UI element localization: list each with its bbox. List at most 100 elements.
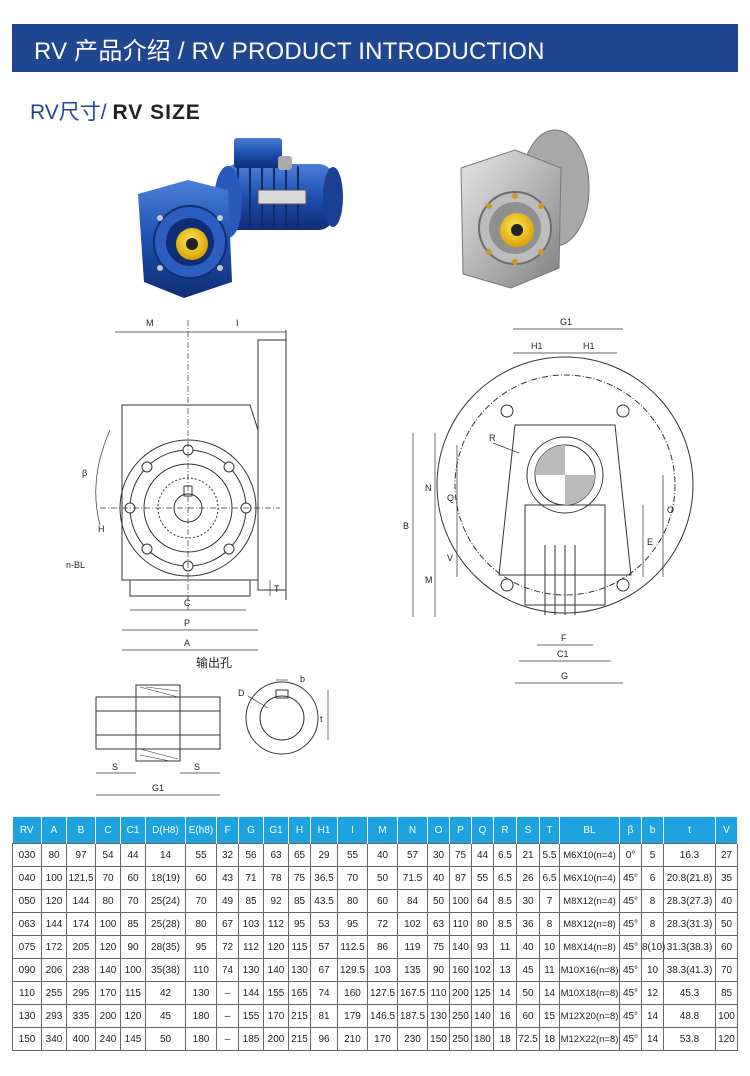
table-cell: 86 — [367, 935, 398, 959]
table-cell: 6.5 — [539, 866, 560, 890]
table-cell: 170 — [263, 1004, 289, 1028]
product-photo-gearbox — [460, 129, 590, 289]
table-cell: 43.5 — [310, 889, 338, 913]
table-cell: 30 — [516, 889, 540, 913]
table-cell: 14 — [539, 981, 560, 1005]
table-cell: 45° — [619, 866, 642, 890]
table-cell: 167.5 — [397, 981, 428, 1005]
section-title-cn: RV尺寸/ — [30, 101, 113, 124]
dim-label-P: P — [184, 618, 190, 628]
table-cell: 180 — [185, 1027, 217, 1051]
table-cell: 16 — [493, 1004, 517, 1028]
table-cell: 140 — [95, 958, 121, 982]
table-cell: 340 — [41, 1027, 67, 1051]
table-cell: 64 — [471, 889, 494, 913]
table-cell: 36.5 — [310, 866, 338, 890]
table-header-cell: E(h8) — [185, 817, 217, 844]
table-cell: 170 — [95, 981, 121, 1005]
table-cell: 144 — [238, 981, 264, 1005]
table-cell: 130 — [12, 1004, 42, 1028]
dim-label-A: A — [184, 638, 190, 648]
dim-label-H1-right: H1 — [583, 341, 595, 351]
table-cell: 81 — [310, 1004, 338, 1028]
table-cell: 28.3(27.3) — [663, 889, 716, 913]
table-cell: 063 — [12, 912, 42, 936]
table-cell: 130 — [238, 958, 264, 982]
dim-label-H: H — [98, 524, 105, 534]
table-cell: 150 — [12, 1027, 42, 1051]
table-cell: 146.5 — [367, 1004, 398, 1028]
table-cell: 55 — [337, 843, 368, 867]
table-cell: 14 — [641, 1004, 664, 1028]
table-header-cell: C1 — [120, 817, 146, 844]
table-cell: 112.5 — [337, 935, 368, 959]
table-cell: 40 — [427, 866, 450, 890]
table-cell: M6X10(n=4) — [559, 843, 620, 867]
dim-label-E: E — [647, 537, 653, 547]
table-cell: 215 — [288, 1027, 311, 1051]
table-cell: 60 — [120, 866, 146, 890]
front-view-drawing: M I β H n-BL C P A T — [66, 318, 287, 651]
product-photo-motor-gearbox — [138, 138, 343, 298]
table-cell: 60 — [367, 889, 398, 913]
table-cell: 27 — [715, 843, 738, 867]
table-header-cell: D(H8) — [145, 817, 186, 844]
table-cell: 38.3(41.3) — [663, 958, 716, 982]
table-cell: 155 — [263, 981, 289, 1005]
section-title: RV尺寸/ RV SIZE — [30, 96, 201, 126]
table-cell: 120 — [120, 1004, 146, 1028]
table-cell: 48.8 — [663, 1004, 716, 1028]
table-cell: 0° — [619, 843, 642, 867]
table-cell: 13 — [493, 958, 517, 982]
table-cell: 28(35) — [145, 935, 186, 959]
dim-label-Q: Q — [447, 493, 454, 503]
table-cell: 112 — [263, 912, 289, 936]
table-cell: 120 — [715, 1027, 738, 1051]
table-header-cell: S — [516, 817, 540, 844]
title-bar: RV 产品介绍 / RV PRODUCT INTRODUCTION — [12, 24, 738, 72]
table-cell: 110 — [185, 958, 217, 982]
table-cell: 45° — [619, 935, 642, 959]
table-header-cell: T — [539, 817, 560, 844]
table-cell: 8 — [641, 912, 664, 936]
dim-label-M: M — [146, 318, 154, 328]
table-cell: 74 — [216, 958, 239, 982]
table-cell: 42 — [145, 981, 186, 1005]
hollow-shaft-drawing: S S G1 — [95, 684, 221, 796]
table-cell: 72.5 — [516, 1027, 540, 1051]
table-cell: 20.8(21.8) — [663, 866, 716, 890]
table-cell: 70 — [715, 958, 738, 982]
table-cell: 45° — [619, 1004, 642, 1028]
table-cell: 93 — [471, 935, 494, 959]
table-cell: 130 — [288, 958, 311, 982]
table-cell: – — [216, 981, 239, 1005]
table-cell: 60 — [715, 935, 738, 959]
table-cell: 95 — [337, 912, 368, 936]
table-cell: 120 — [263, 935, 289, 959]
table-header-cell: RV — [12, 817, 42, 844]
table-cell: M12X22(n=8) — [559, 1027, 620, 1051]
table-cell: 67 — [310, 958, 338, 982]
table-cell: 115 — [120, 981, 146, 1005]
table-cell: 50 — [145, 1027, 186, 1051]
dim-label-B: B — [403, 521, 409, 531]
table-cell: 125 — [471, 981, 494, 1005]
table-cell: 75 — [449, 843, 472, 867]
table-cell: 70 — [95, 866, 121, 890]
table-cell: 85 — [120, 912, 146, 936]
dim-label-T: T — [274, 584, 280, 594]
table-cell: 8(10) — [641, 935, 665, 959]
table-cell: 70 — [120, 889, 146, 913]
table-cell: 121.5 — [66, 866, 96, 890]
table-cell: 87 — [449, 866, 472, 890]
table-cell: 295 — [66, 981, 96, 1005]
dim-label-G1-shaft: G1 — [152, 783, 164, 793]
table-cell: 174 — [66, 912, 96, 936]
dim-label-beta: β — [82, 468, 87, 478]
